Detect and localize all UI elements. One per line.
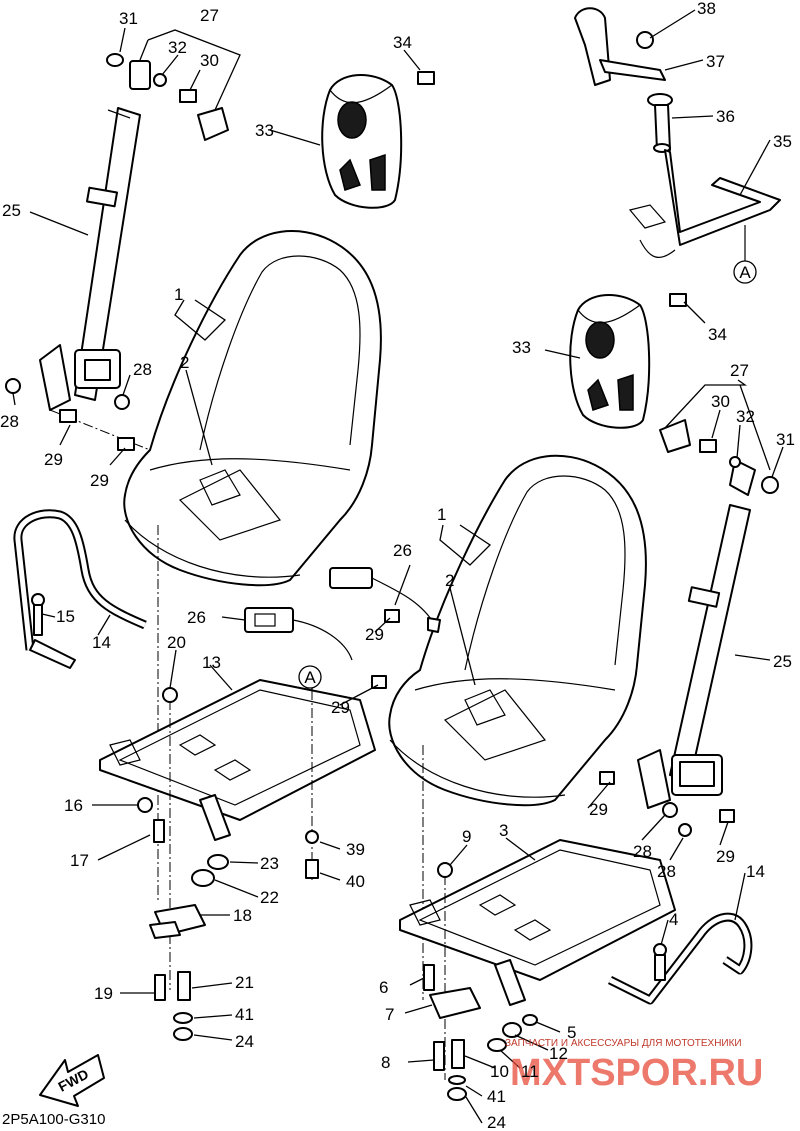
callout-36: 36 — [716, 107, 735, 126]
callout-23: 23 — [260, 854, 279, 873]
callout-19: 19 — [94, 984, 113, 1003]
fwd-arrow: FWD — [39, 1054, 105, 1107]
callout-34: 34 — [708, 325, 727, 344]
callout-29: 29 — [365, 625, 384, 644]
callout-10: 10 — [490, 1062, 509, 1081]
right-seat — [388, 454, 647, 1000]
callout-28: 28 — [633, 842, 652, 861]
hardware-left — [31, 593, 319, 1041]
diagram-code: 2P5A100-G310 — [2, 1111, 105, 1128]
callout-28: 28 — [133, 360, 152, 379]
callout-1: 1 — [174, 285, 183, 304]
callout-30: 30 — [200, 51, 219, 70]
callout-13: 13 — [202, 653, 221, 672]
leader-lines — [12, 9, 784, 1124]
callout-41: 41 — [235, 1005, 254, 1024]
callout-27: 27 — [200, 6, 219, 25]
callout-18: 18 — [233, 906, 252, 925]
callout-7: 7 — [385, 1005, 394, 1024]
callout-27: 27 — [730, 361, 749, 380]
callout-28: 28 — [657, 862, 676, 881]
misc-bolts — [59, 53, 741, 823]
left-seat — [123, 230, 382, 900]
right-seat-belt — [637, 459, 779, 837]
callout-29: 29 — [331, 698, 350, 717]
callout-39: 39 — [346, 840, 365, 859]
callout-11: 11 — [521, 1062, 539, 1081]
callout-21: 21 — [235, 973, 254, 992]
callout-6: 6 — [379, 978, 388, 997]
callout-2: 2 — [180, 353, 189, 372]
callout-14: 14 — [92, 633, 111, 652]
callout-22: 22 — [260, 888, 279, 907]
callout-25: 25 — [2, 201, 21, 220]
callout-29: 29 — [44, 450, 63, 469]
callout-33: 33 — [255, 121, 274, 140]
right-seat-frame — [399, 839, 676, 1006]
callout-9: 9 — [462, 827, 471, 846]
callout-2: 2 — [445, 571, 454, 590]
callout-31: 31 — [776, 430, 795, 449]
callout-37: 37 — [706, 52, 725, 71]
callout-40: 40 — [346, 872, 365, 891]
seat-bar-assembly — [574, 7, 781, 262]
callout-24: 24 — [235, 1032, 254, 1051]
ref-marker-top: A — [733, 260, 757, 284]
callout-17: 17 — [70, 851, 89, 870]
callout-1: 1 — [437, 505, 446, 524]
callout-15: 15 — [56, 607, 75, 626]
callout-31: 31 — [119, 9, 138, 28]
left-seat-belt — [5, 107, 151, 451]
ref-marker-frame: A — [298, 665, 322, 689]
callout-3: 3 — [499, 821, 508, 840]
callout-26: 26 — [187, 608, 206, 627]
watermark-site: MXTSPOR.RU — [510, 1052, 763, 1094]
callout-33: 33 — [512, 338, 531, 357]
watermark-caption: ЗАПЧАСТИ И АКСЕССУАРЫ ДЛЯ МОТОТЕХНИКИ — [505, 1038, 742, 1049]
callout-24: 24 — [487, 1113, 506, 1131]
callout-32: 32 — [736, 407, 755, 426]
watermark: ЗАПЧАСТИ И АКСЕССУАРЫ ДЛЯ МОТОТЕХНИКИ MX… — [505, 1038, 763, 1094]
callout-29: 29 — [90, 471, 109, 490]
callout-25: 25 — [773, 652, 792, 671]
callout-26: 26 — [393, 541, 412, 560]
ref-marker-top-label: A — [739, 263, 751, 282]
callout-32: 32 — [168, 38, 187, 57]
callout-16: 16 — [64, 796, 83, 815]
callout-14: 14 — [746, 862, 765, 881]
left-trim-panel — [321, 73, 403, 209]
callout-28: 28 — [0, 412, 19, 431]
callout-35: 35 — [773, 132, 792, 151]
callout-41: 41 — [487, 1087, 506, 1106]
left-seat-frame — [99, 679, 376, 841]
callout-29: 29 — [589, 800, 608, 819]
left-grab-bar — [13, 509, 147, 669]
callout-38: 38 — [697, 0, 716, 18]
right-trim-panel — [569, 293, 651, 429]
buckle-left — [244, 607, 353, 661]
callout-4: 4 — [669, 910, 678, 929]
hardware-right — [423, 862, 667, 1101]
callout-30: 30 — [711, 392, 730, 411]
callout-5: 5 — [567, 1023, 576, 1042]
callout-8: 8 — [381, 1053, 390, 1072]
callout-20: 20 — [167, 633, 186, 652]
callout-29: 29 — [716, 847, 735, 866]
callout-34: 34 — [393, 33, 412, 52]
ref-marker-frame-label: A — [304, 668, 316, 687]
right-grab-bar — [607, 912, 753, 1005]
callout-12: 12 — [549, 1044, 568, 1063]
buckle-right — [329, 567, 441, 633]
